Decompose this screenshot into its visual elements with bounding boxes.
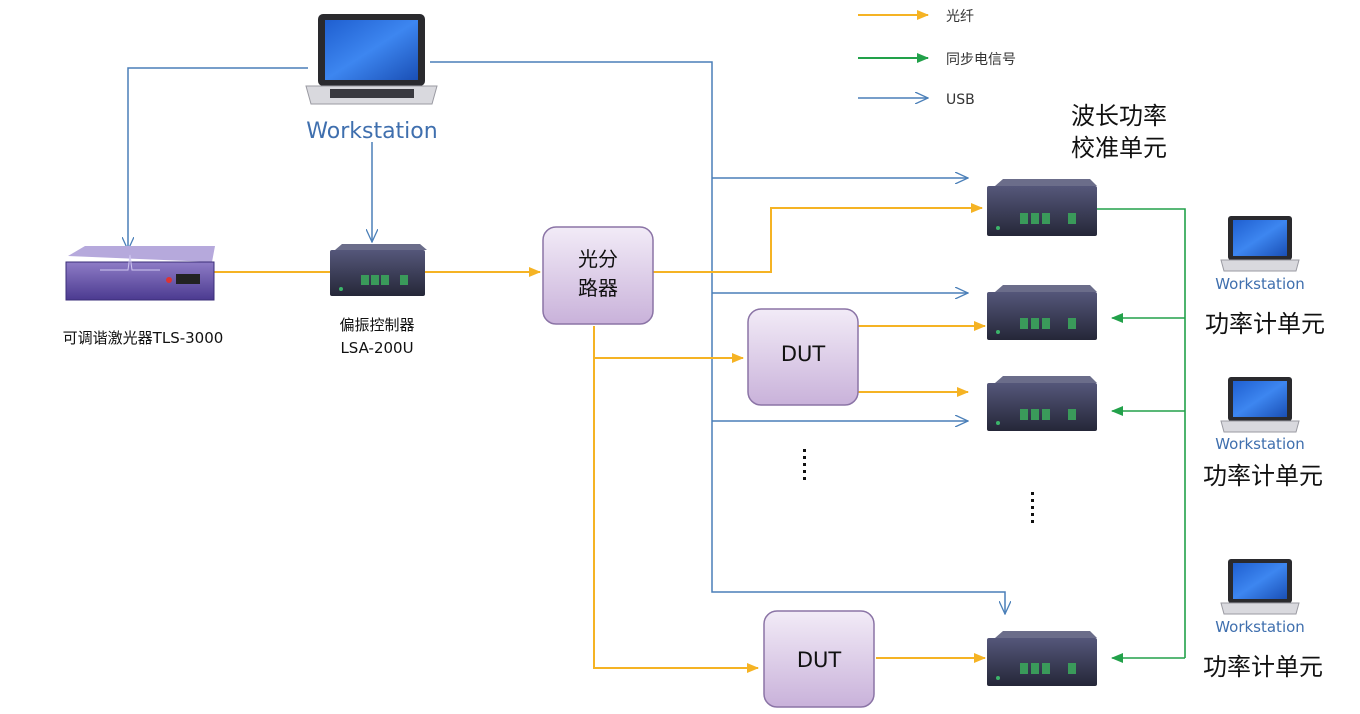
power-unit-3-laptop-icon (1220, 559, 1300, 615)
laser-label: 可调谐激光器TLS-3000 (63, 329, 224, 347)
fiber-splitter-to-calibration (652, 203, 983, 273)
sync-calibration-out (1097, 208, 1186, 658)
power-meter-device-1 (987, 285, 1097, 340)
dut-top-label: DUT (781, 342, 826, 366)
legend: 光纤 同步电信号 USB (858, 9, 1016, 108)
usb-line-to-laser (128, 67, 308, 250)
dut-bottom-label: DUT (797, 648, 842, 672)
power-unit-2-laptop-icon (1220, 377, 1300, 433)
splitter-label-line2: 路器 (578, 276, 618, 300)
power-unit-1-label: 功率计单元 (1205, 310, 1325, 338)
power-unit-3-workstation-label: Workstation (1215, 618, 1305, 636)
laptop-icon (305, 14, 438, 105)
fiber-splitter-to-duts (593, 326, 759, 673)
ellipsis-dots-right (1031, 492, 1034, 523)
power-unit-2-label: 功率计单元 (1203, 462, 1323, 490)
splitter-label-line1: 光分 (578, 247, 618, 271)
dut-bottom-box (763, 610, 875, 708)
optical-splitter-box (542, 226, 654, 325)
tunable-laser-device (65, 246, 215, 301)
calibration-label-line2: 校准单元 (1071, 134, 1167, 162)
polarization-controller-device (330, 244, 427, 296)
power-unit-3-label: 功率计单元 (1203, 653, 1323, 681)
dut-top-box (747, 308, 859, 406)
power-unit-1-workstation-label: Workstation (1215, 275, 1305, 293)
workstation-main-label: Workstation (306, 119, 437, 144)
fiber-connections (213, 203, 986, 673)
power-unit-2-workstation-label: Workstation (1215, 435, 1305, 453)
sync-connections (1097, 208, 1186, 663)
calibration-unit-device (987, 179, 1097, 236)
legend-sync-label: 同步电信号 (946, 52, 1016, 68)
usb-trunk (430, 61, 1005, 614)
power-meter-device-3 (987, 631, 1097, 686)
power-unit-1-laptop-icon (1220, 216, 1300, 272)
legend-fiber-label: 光纤 (946, 9, 974, 25)
controller-label-line1: 偏振控制器 (339, 316, 414, 334)
controller-label-line2: LSA-200U (340, 339, 413, 357)
usb-connections (128, 61, 1005, 614)
ellipsis-dots-left (803, 449, 806, 480)
calibration-label-line1: 波长功率 (1071, 102, 1167, 130)
legend-usb-label: USB (946, 92, 975, 108)
power-meter-device-2 (987, 376, 1097, 431)
